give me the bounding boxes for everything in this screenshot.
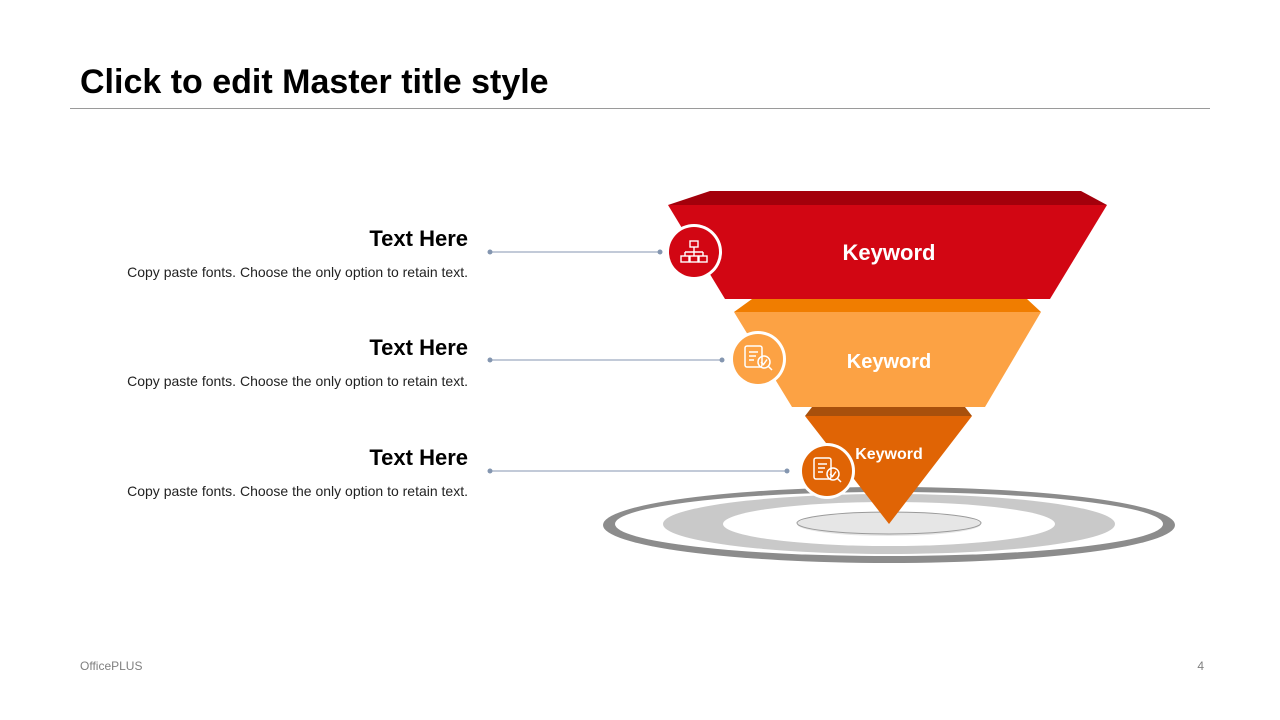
connector-3 <box>487 468 790 474</box>
slide-title[interactable]: Click to edit Master title style <box>80 63 549 101</box>
segment-keyword: Keyword <box>855 446 923 463</box>
text-block-3[interactable]: Text Here Copy paste fonts. Choose the o… <box>100 444 468 500</box>
page-number: 4 <box>1197 659 1204 673</box>
item-heading: Text Here <box>369 445 468 470</box>
item-description: Copy paste fonts. Choose the only option… <box>127 373 468 389</box>
document-search-icon <box>730 331 786 387</box>
text-block-1[interactable]: Text Here Copy paste fonts. Choose the o… <box>100 225 468 281</box>
connector-2 <box>487 357 725 363</box>
segment-keyword: Keyword <box>843 240 936 265</box>
item-description: Copy paste fonts. Choose the only option… <box>127 483 468 499</box>
item-description: Copy paste fonts. Choose the only option… <box>127 264 468 280</box>
funnel-segment-2[interactable]: Keyword <box>734 299 1041 407</box>
footer-brand: OfficePLUS <box>80 659 143 673</box>
text-block-2[interactable]: Text Here Copy paste fonts. Choose the o… <box>100 334 468 390</box>
target-rings <box>603 487 1175 563</box>
segment-keyword: Keyword <box>847 351 931 373</box>
title-divider <box>70 108 1210 109</box>
document-search-icon <box>799 443 855 499</box>
connector-1 <box>487 249 663 255</box>
hierarchy-icon <box>666 224 722 280</box>
funnel-segment-1[interactable]: Keyword <box>668 191 1107 299</box>
item-heading: Text Here <box>369 335 468 360</box>
item-heading: Text Here <box>369 226 468 251</box>
funnel-segment-3[interactable]: Keyword <box>805 407 972 524</box>
